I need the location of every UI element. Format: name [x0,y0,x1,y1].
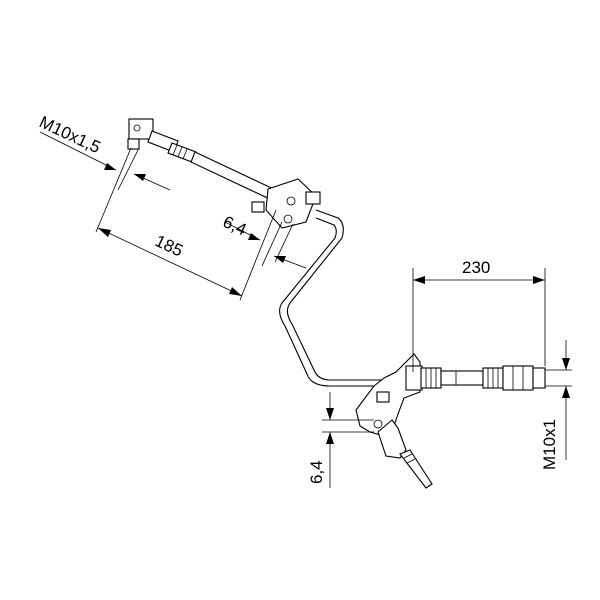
dim-230: 230 [412,258,546,372]
label-length-lower: 230 [462,258,490,277]
lower-outlet-pipe [399,449,433,489]
lower-hose-assembly [405,365,546,391]
dim-185: 185 [95,147,277,301]
rigid-brake-line [279,209,412,387]
upper-bracket [265,178,317,229]
dim-m10x1: M10x1 [540,340,572,470]
dim-6-4-lower: 6,4 [307,392,374,488]
upper-banjo-nut [127,138,140,150]
label-hole-upper: 6,4 [220,212,249,239]
upper-hose [190,151,281,203]
upper-end-fitting [128,118,154,140]
lower-bracket-assembly [355,353,433,489]
upper-hose-assembly [127,118,321,229]
lower-hose [440,370,484,386]
label-hole-lower: 6,4 [307,460,326,484]
label-thread-lower: M10x1 [540,419,559,470]
lower-end-fitting [502,365,534,391]
